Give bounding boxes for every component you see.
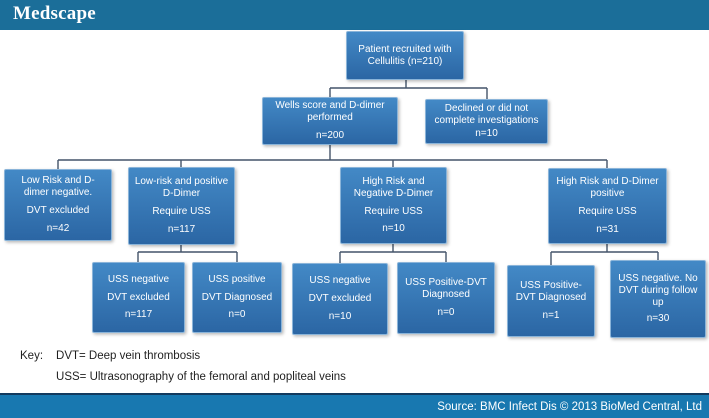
flow-box-line: DVT excluded — [26, 205, 90, 216]
flow-box-line: n=117 — [124, 309, 153, 321]
flow-box-line: High Risk and D-Dimer positive — [556, 176, 659, 200]
key-label: Key: — [20, 350, 44, 362]
flow-box-declined-investigations: Declined or did not complete investigati… — [425, 99, 548, 144]
flow-box-line: High Risk and Negative D-Dimer — [353, 175, 434, 199]
flow-box-uss-positive-dvt-diagnosed-1: USS Positive-DVT Diagnosed n=1 — [507, 265, 595, 337]
flow-box-line: n=10 — [382, 223, 405, 235]
flow-box-line: n=31 — [596, 223, 619, 235]
flow-box-line: n=117 — [167, 223, 196, 235]
source-attribution: Source: BMC Infect Dis © 2013 BioMed Cen… — [437, 400, 702, 413]
flow-box-high-risk-negative-ddimer: High Risk and Negative D-Dimer Require U… — [340, 167, 447, 244]
flow-box-wells-score-performed: Wells score and D-dimer performed n=200 — [262, 97, 398, 145]
flow-box-line: USS positive — [208, 273, 266, 285]
figure-key: Key: DVT= Deep vein thrombosis USS= Ultr… — [20, 350, 346, 383]
medscape-header-bar: Medscape — [0, 0, 709, 30]
flow-box-line: DVT Diagnosed — [201, 291, 273, 303]
flow-box-line: DVT excluded — [308, 293, 372, 305]
flow-box-high-risk-positive-ddimer: High Risk and D-Dimer positive Require U… — [548, 168, 667, 244]
flow-box-low-risk-positive-ddimer: Low-risk and positive D-Dimer Require US… — [128, 167, 235, 245]
flow-box-uss-negative-dvt-excluded-10: USS negative DVT excluded n=10 — [292, 263, 388, 335]
flow-box-line: Low Risk and D-dimer negative. — [21, 175, 95, 199]
flow-box-line: USS Positive-DVT Diagnosed — [405, 277, 487, 301]
flow-box-uss-positive-dvt-diagnosed-0: USS positive DVT Diagnosed n=0 — [192, 262, 282, 333]
flow-box-uss-negative-no-dvt-followup: USS negative. No DVT during follow up n=… — [610, 260, 706, 338]
flow-box-line: n=10 — [475, 128, 498, 140]
flow-box-line: Low-risk and positive D-Dimer — [134, 176, 229, 200]
flow-box-line: n=42 — [46, 222, 70, 234]
medscape-logo: Medscape — [13, 3, 96, 24]
flow-box-line: n=30 — [646, 312, 670, 324]
flow-box-line: n=0 — [228, 309, 246, 321]
flow-box-line: n=200 — [315, 129, 345, 141]
flow-box-line: USS Positive-DVT Diagnosed — [515, 280, 587, 304]
flow-box-uss-negative-dvt-excluded-117: USS negative DVT excluded n=117 — [92, 262, 185, 333]
flow-box-line: Require USS — [364, 205, 423, 217]
flow-box-line: n=0 — [437, 306, 455, 318]
flow-box-line: USS negative. No DVT during follow up — [618, 273, 698, 308]
key-entry-uss: USS= Ultrasonography of the femoral and … — [56, 371, 346, 383]
flow-box-line: Patient recruited with Cellulitis (n=210… — [358, 43, 452, 67]
flow-box-line: Declined or did not complete investigati… — [434, 102, 539, 126]
source-footer-bar: Source: BMC Infect Dis © 2013 BioMed Cen… — [0, 393, 709, 418]
flow-box-line: n=10 — [328, 310, 352, 322]
flow-box-uss-positive-dvt-diagnosed-0b: USS Positive-DVT Diagnosed n=0 — [397, 262, 495, 334]
key-entry-dvt: DVT= Deep vein thrombosis — [56, 350, 201, 362]
flow-box-line: Wells score and D-dimer performed — [275, 100, 385, 124]
flow-box-line: Require USS — [152, 206, 211, 217]
flow-box-line: DVT excluded — [107, 291, 170, 303]
flow-box-line: USS negative — [107, 273, 170, 285]
flow-box-line: USS negative — [309, 275, 371, 287]
flow-box-line: Require USS — [578, 206, 637, 217]
flow-box-patient-recruited: Patient recruited with Cellulitis (n=210… — [346, 31, 464, 80]
flow-box-line: n=1 — [542, 309, 560, 321]
flow-box-low-risk-negative-ddimer: Low Risk and D-dimer negative. DVT exclu… — [4, 169, 112, 241]
